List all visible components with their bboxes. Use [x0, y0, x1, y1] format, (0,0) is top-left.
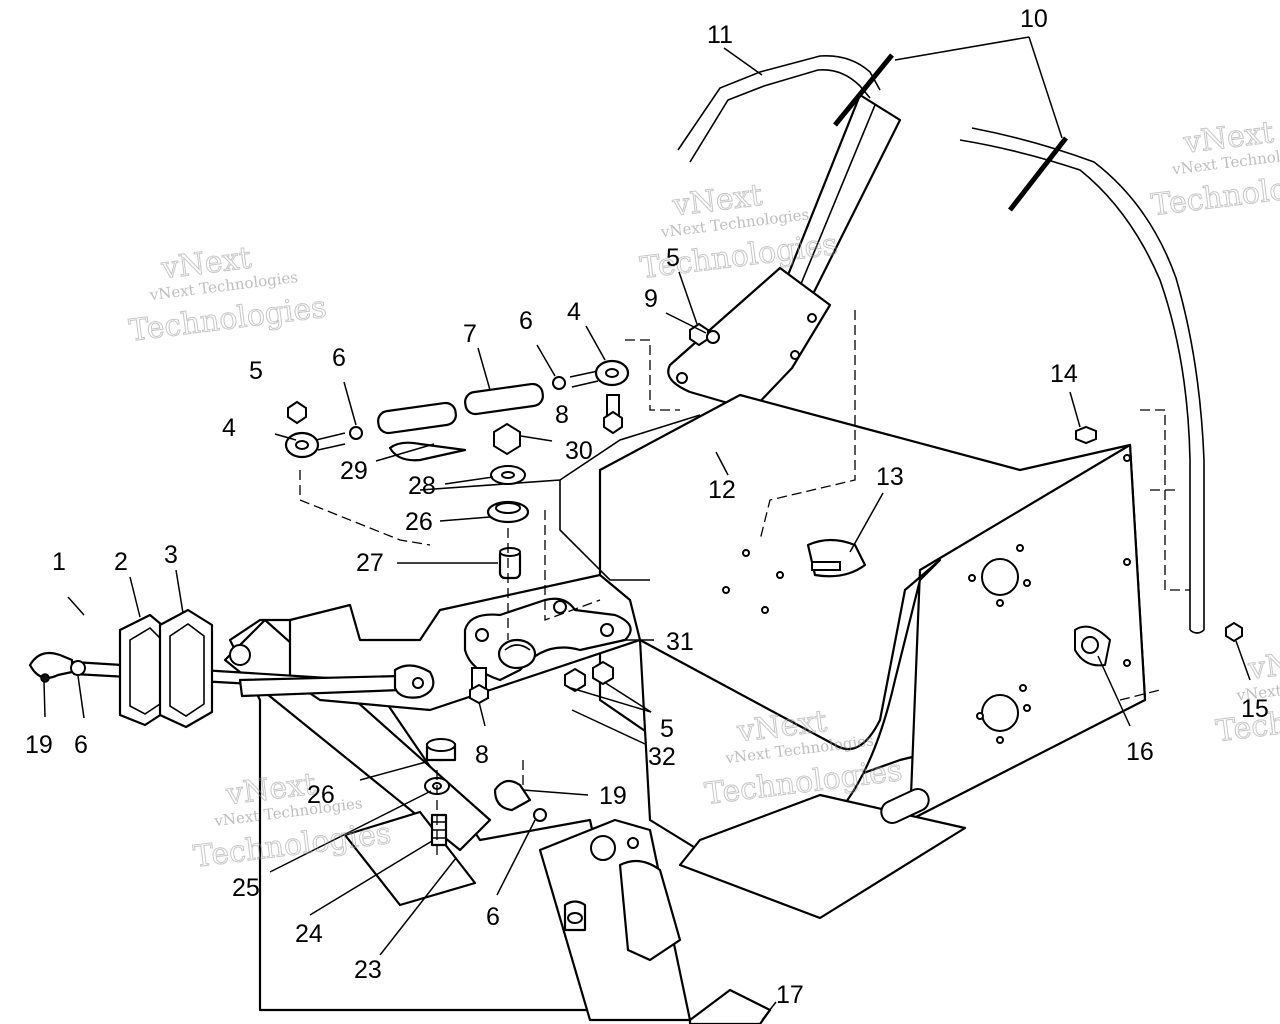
callout-label: 6 [519, 307, 533, 335]
callout-label: 31 [666, 628, 694, 656]
callout-label: 5 [666, 244, 680, 272]
callout-label: 7 [463, 320, 477, 348]
lever-plate-31 [463, 597, 632, 693]
leader-lines [43, 36, 1251, 1021]
callout-label: 6 [486, 903, 500, 931]
callout-label: 19 [25, 731, 53, 759]
callout-label: 8 [555, 401, 569, 429]
steering-bracket [667, 266, 832, 412]
callout-label: 16 [1126, 738, 1154, 766]
pivot-stack [299, 422, 601, 640]
callout-label: 9 [644, 285, 658, 313]
callout-label: 4 [222, 414, 236, 442]
callout-label: 17 [776, 981, 804, 1009]
callout-label: 11 [707, 21, 733, 49]
callout-label: 28 [408, 472, 436, 500]
callout-label: 32 [648, 743, 676, 771]
callout-label: 26 [307, 781, 335, 809]
callout-label: 27 [356, 549, 384, 577]
lower-hardware [424, 310, 1243, 932]
gaskets-2-3 [118, 608, 214, 729]
callout-label: 23 [354, 956, 382, 984]
callout-label: 30 [565, 437, 593, 465]
callout-label: 10 [1020, 5, 1048, 33]
callout-label: 5 [249, 357, 263, 385]
watermark-brand: vNext [1246, 641, 1280, 687]
callout-label: 6 [332, 344, 346, 372]
callout-label: 15 [1241, 695, 1269, 723]
callout-label: 8 [475, 741, 489, 769]
callout-label: 24 [295, 920, 323, 948]
callout-label: 5 [660, 715, 674, 743]
callout-label: 2 [114, 548, 128, 576]
callout-label: 13 [876, 463, 904, 491]
callout-label: 12 [708, 476, 736, 504]
callout-label: 25 [232, 874, 260, 902]
callout-label: 14 [1050, 360, 1078, 388]
callout-label: 1 [52, 548, 66, 576]
callout-label: 29 [340, 457, 368, 485]
callout-label: 3 [164, 541, 178, 569]
callout-labels: 1 2 3 4 4 5 5 5 6 6 6 6 7 8 8 9 10 11 12… [25, 5, 1269, 1009]
callout-label: 19 [599, 782, 627, 810]
callout-label: 6 [74, 731, 88, 759]
callout-label: 4 [567, 298, 581, 326]
callout-label: 26 [405, 508, 433, 536]
